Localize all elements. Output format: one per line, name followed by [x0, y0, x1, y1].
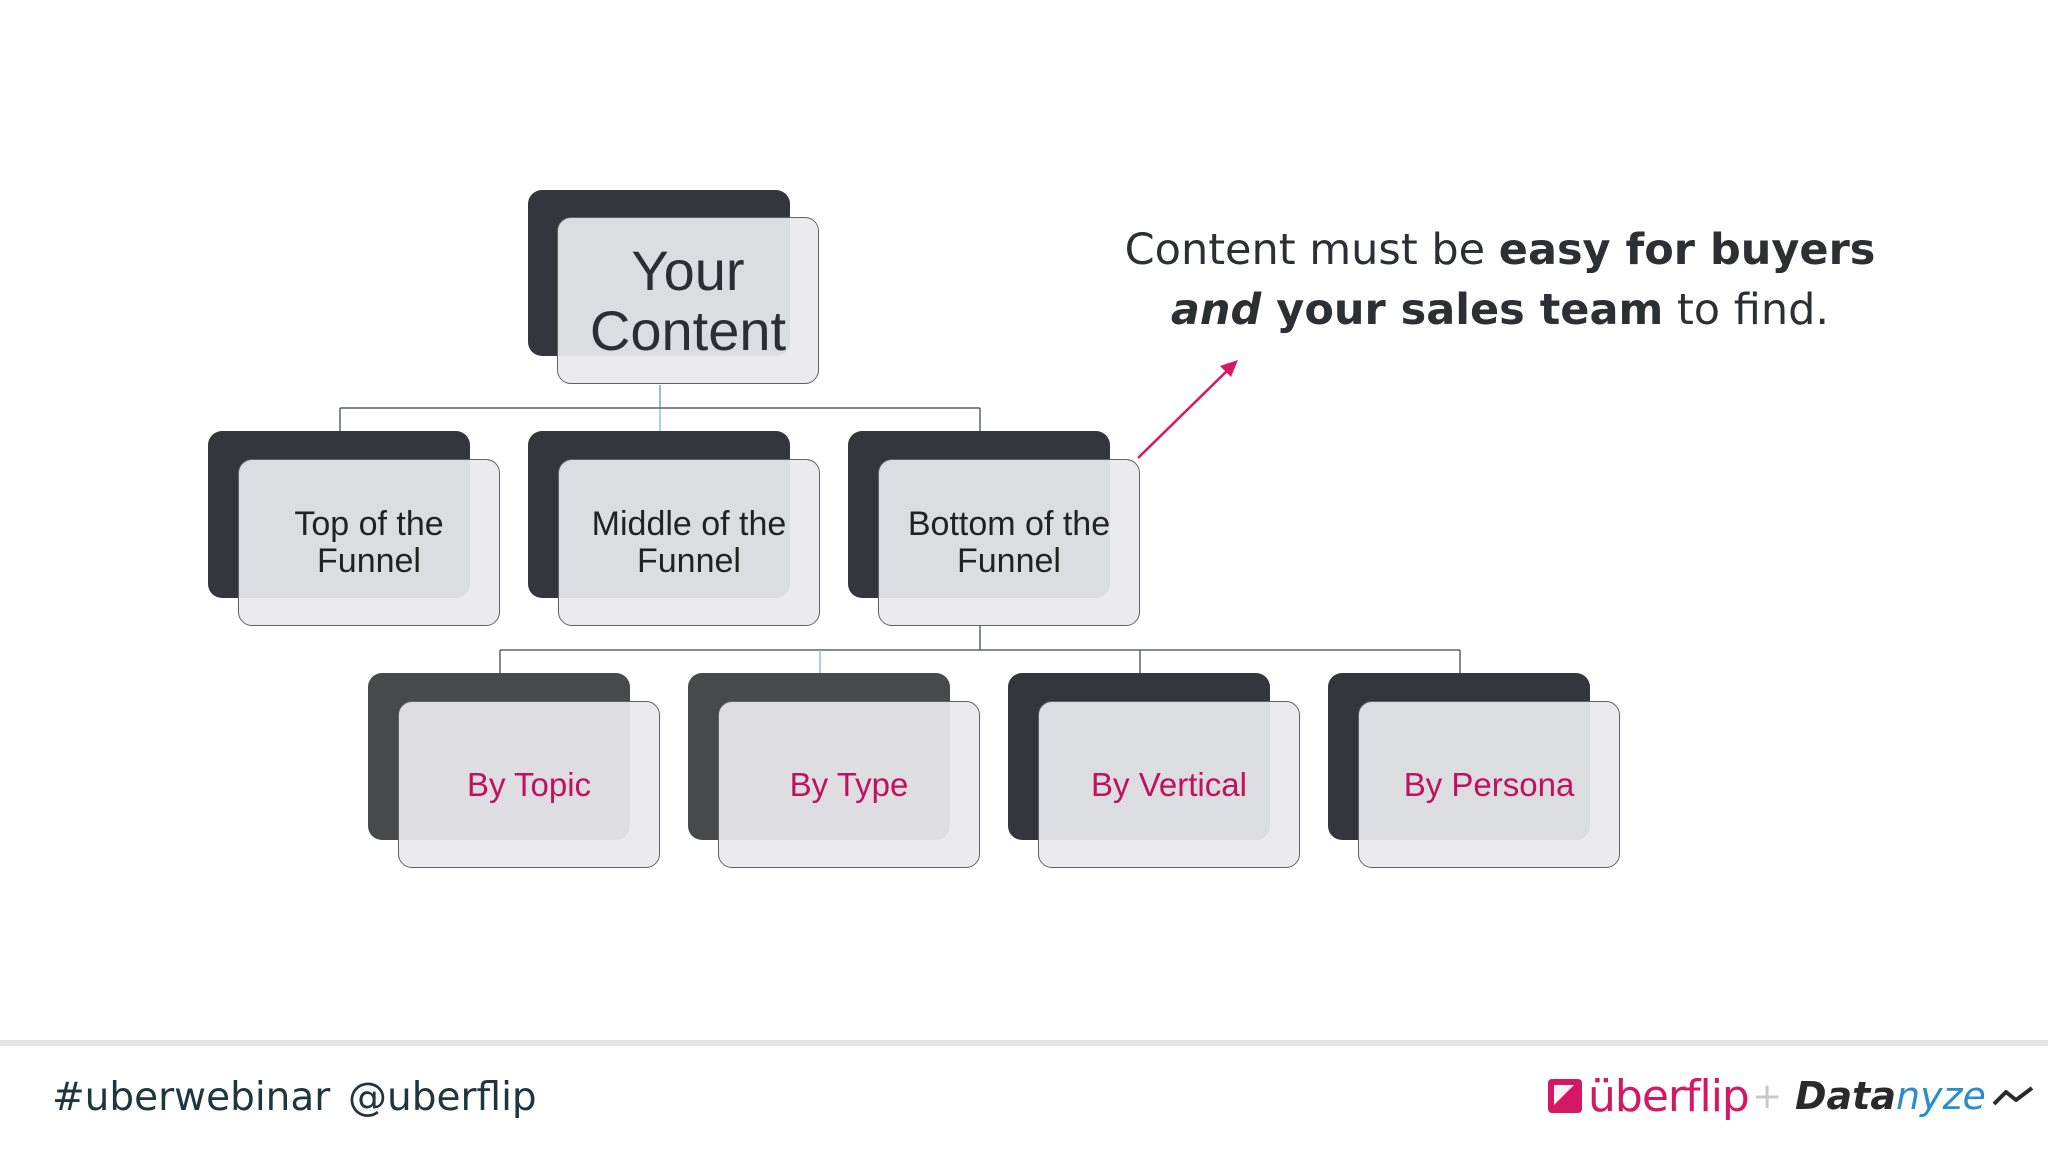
node-label: By Topic [466, 765, 592, 803]
node-label: Top of the [294, 504, 444, 543]
node-by-topic: By Topic [368, 673, 661, 869]
callout-emphasis: easy for buyers [1498, 225, 1876, 275]
logo-plus: + [1752, 1076, 1783, 1117]
node-label: Your [631, 238, 745, 302]
node-label: Funnel [317, 541, 421, 580]
uberflip-mark-icon [1548, 1079, 1582, 1113]
node-card: By Persona [1358, 701, 1620, 868]
node-bottom-of-funnel: Bottom of the Funnel [848, 431, 1141, 627]
uberflip-logo: überflip [1548, 1070, 1750, 1122]
callout-text: Content must be easy for buyers and your… [1120, 220, 1880, 340]
node-label: Middle of the [591, 504, 787, 543]
node-card: Middle of the Funnel [558, 459, 820, 626]
footer-divider [0, 1040, 2048, 1046]
node-card: Your Content [557, 217, 819, 384]
node-card: By Type [718, 701, 980, 868]
callout-emphasis-italic: and [1170, 285, 1262, 335]
uberflip-wordmark: überflip [1588, 1070, 1750, 1122]
callout-arrowhead [1220, 360, 1238, 377]
callout-emphasis: your sales team [1261, 285, 1664, 335]
node-label: By Vertical [1091, 765, 1247, 803]
node-middle-of-funnel: Middle of the Funnel [528, 431, 821, 627]
node-by-vertical: By Vertical [1008, 673, 1301, 869]
node-label: By Type [789, 765, 909, 803]
node-your-content: Your Content [528, 190, 820, 385]
node-label: Funnel [637, 541, 741, 580]
datanyze-trend-icon [1992, 1086, 2034, 1106]
node-card: By Topic [398, 701, 660, 868]
node-card: Bottom of the Funnel [878, 459, 1140, 626]
node-card: Top of the Funnel [238, 459, 500, 626]
footer-hashtag: #uberwebinar [52, 1075, 331, 1120]
node-by-type: By Type [688, 673, 981, 869]
node-top-of-funnel: Top of the Funnel [208, 431, 501, 627]
node-by-persona: By Persona [1328, 673, 1621, 869]
node-label: Funnel [957, 541, 1061, 580]
node-label: By Persona [1403, 765, 1575, 803]
node-label: Content [589, 298, 787, 362]
callout-part: Content must be [1124, 225, 1499, 275]
datanyze-wordmark-a: Data [1795, 1074, 1896, 1118]
datanyze-wordmark-b: nyze [1896, 1074, 1986, 1118]
callout-arrow [1137, 365, 1233, 459]
callout-part: to find. [1663, 285, 1830, 335]
node-card: By Vertical [1038, 701, 1300, 868]
footer-handle: @uberflip [348, 1075, 537, 1120]
node-label: Bottom of the [907, 504, 1111, 543]
